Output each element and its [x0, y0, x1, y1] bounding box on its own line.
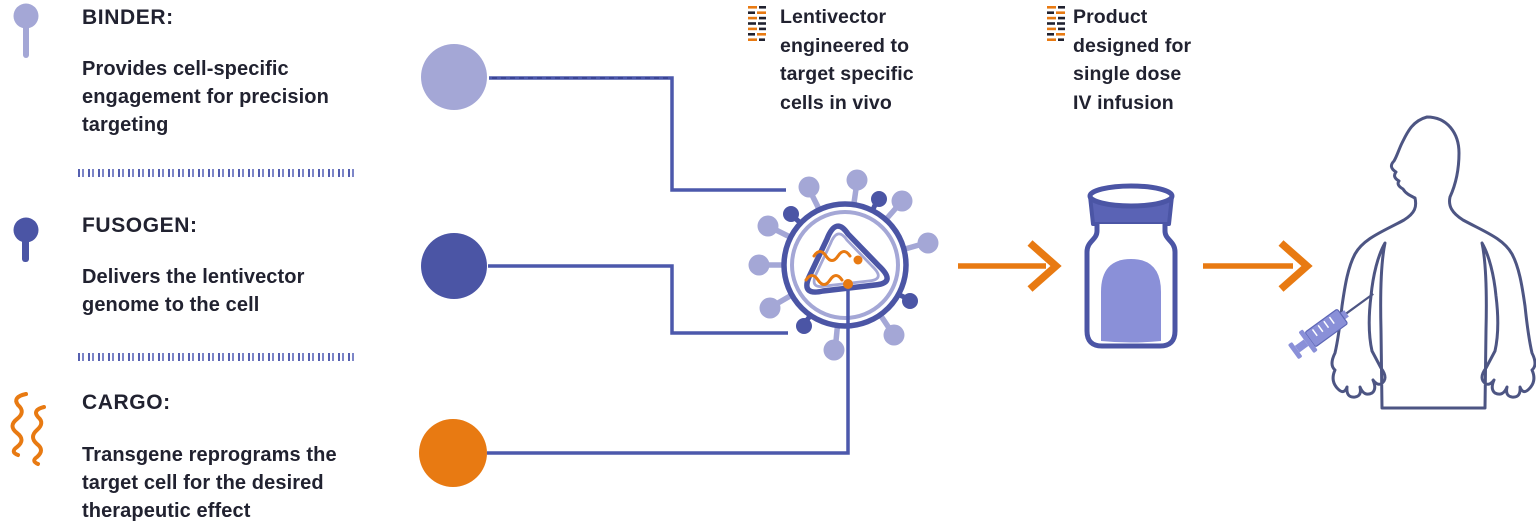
- human-figure: [1288, 115, 1536, 410]
- cargo-connector: [487, 283, 850, 455]
- binder-title: BINDER:: [82, 6, 174, 29]
- vial-icon: [1084, 183, 1178, 349]
- capsid-triangle-inner-line: [812, 232, 880, 288]
- capsid-triangle-icon: [804, 223, 890, 295]
- lentivector-particle-icon: [748, 169, 939, 361]
- binder-description: Provides cell-specific engagement for pr…: [82, 58, 329, 136]
- fusogen-connector: [488, 264, 788, 335]
- human-silhouette: [1330, 115, 1536, 410]
- fusogen-title: FUSOGEN:: [82, 214, 198, 237]
- rna-squiggle-icon: [804, 250, 863, 289]
- product-annotation: Product designed for single dose IV infu…: [1073, 6, 1192, 114]
- fusogen-node: [421, 233, 487, 299]
- divider-dashed-line-1: [78, 169, 356, 177]
- arrow-right-icon-2: [1203, 240, 1313, 292]
- lentivector-annotation: Lentivector engineered to target specifi…: [780, 6, 914, 114]
- cargo-description: Transgene reprograms the target cell for…: [82, 444, 337, 522]
- virus-inner-ring: [790, 210, 900, 320]
- vial-liquid: [1101, 259, 1161, 343]
- virus-outer-ring: [781, 201, 909, 329]
- syringe-icon: [1288, 293, 1374, 359]
- divider-dashed-line-2: [78, 353, 356, 361]
- fusogen-description: Delivers the lentivector genome to the c…: [82, 266, 305, 316]
- binder-node: [421, 44, 487, 110]
- binder-connector: [489, 76, 786, 192]
- product-dash-stack-icon: [1047, 6, 1065, 41]
- fusogen-pin-icon: [13, 217, 39, 262]
- lentivector-dash-stack-icon: [748, 6, 766, 41]
- connector-lines: [488, 76, 788, 335]
- cargo-node: [419, 419, 487, 487]
- cargo-title: CARGO:: [82, 391, 171, 414]
- binder-pin-icon: [13, 3, 39, 58]
- arrow-right-icon-1: [958, 240, 1062, 292]
- vial-rim: [1087, 183, 1175, 209]
- cargo-squiggle-icon: [10, 392, 46, 466]
